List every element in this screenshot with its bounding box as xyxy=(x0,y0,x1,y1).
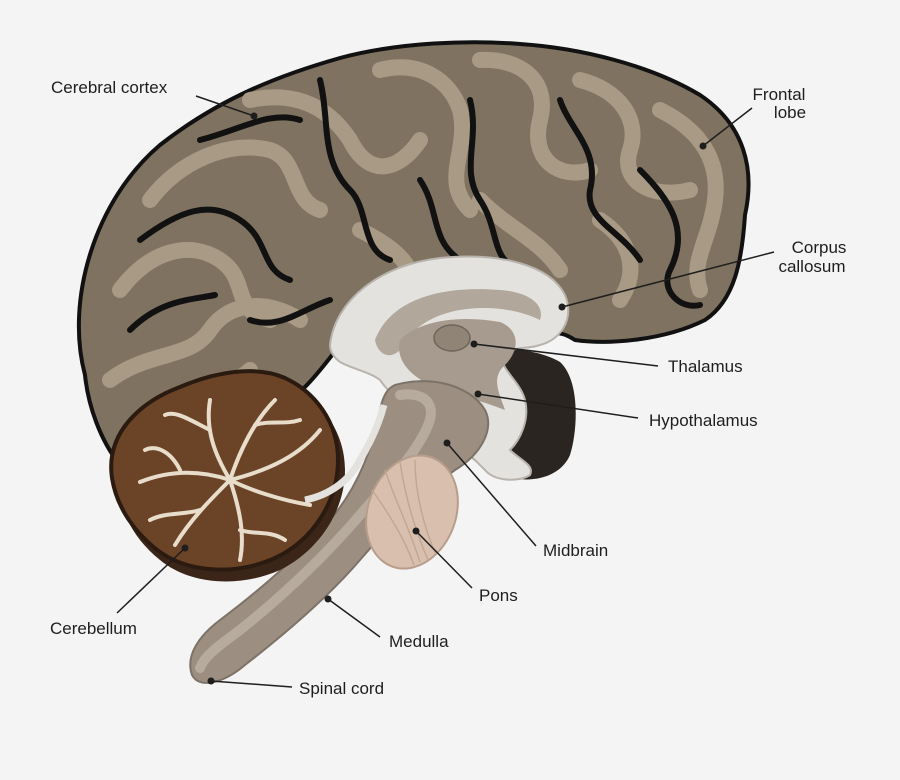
leader-pons xyxy=(415,530,473,589)
dot-corpus-callosum xyxy=(558,303,566,311)
label-cerebral-cortex: Cerebral cortex xyxy=(51,78,168,97)
thalamus-shape xyxy=(433,324,471,352)
dot-midbrain xyxy=(443,439,451,447)
labels: Cerebral cortex Frontal lobe Corpus call… xyxy=(50,78,846,698)
label-midbrain: Midbrain xyxy=(543,541,608,560)
leader-cerebellum xyxy=(116,547,186,614)
ventricle-shape xyxy=(375,289,541,356)
leader-lines xyxy=(116,95,775,688)
label-pons: Pons xyxy=(479,586,518,605)
dot-spinal-cord xyxy=(207,677,215,685)
dot-cerebellum xyxy=(181,544,189,552)
label-medulla: Medulla xyxy=(389,632,449,651)
leader-midbrain xyxy=(446,442,537,547)
label-cerebellum: Cerebellum xyxy=(50,619,137,638)
leader-corpus-callosum xyxy=(561,251,775,308)
dot-hypothalamus xyxy=(474,390,482,398)
label-frontal-lobe-line2: lobe xyxy=(774,103,806,122)
dot-cerebral-cortex xyxy=(250,112,258,120)
dot-thalamus xyxy=(470,340,478,348)
pons-shape xyxy=(365,454,459,570)
leader-hypothalamus xyxy=(477,393,639,419)
cerebellum xyxy=(109,369,345,582)
label-corpus-callosum-line1: Corpus xyxy=(792,238,847,257)
leader-thalamus xyxy=(473,343,659,367)
dot-pons xyxy=(412,527,420,535)
diencephalon-shape xyxy=(399,319,516,410)
label-thalamus: Thalamus xyxy=(668,357,743,376)
label-spinal-cord: Spinal cord xyxy=(299,679,384,698)
sulci xyxy=(127,77,703,423)
leader-frontal-lobe xyxy=(702,107,753,147)
label-hypothalamus: Hypothalamus xyxy=(649,411,758,430)
brainstem-highlight xyxy=(195,389,436,673)
dot-frontal-lobe xyxy=(699,142,707,150)
peduncle-shape xyxy=(304,404,388,504)
leader-cerebral-cortex xyxy=(195,95,255,117)
label-frontal-lobe-line1: Frontal xyxy=(753,85,806,104)
leader-medulla xyxy=(327,598,381,638)
leader-spinal-cord xyxy=(210,680,293,688)
dot-medulla xyxy=(324,595,332,603)
arbor-vitae xyxy=(138,398,322,562)
label-corpus-callosum-line2: callosum xyxy=(778,257,845,276)
